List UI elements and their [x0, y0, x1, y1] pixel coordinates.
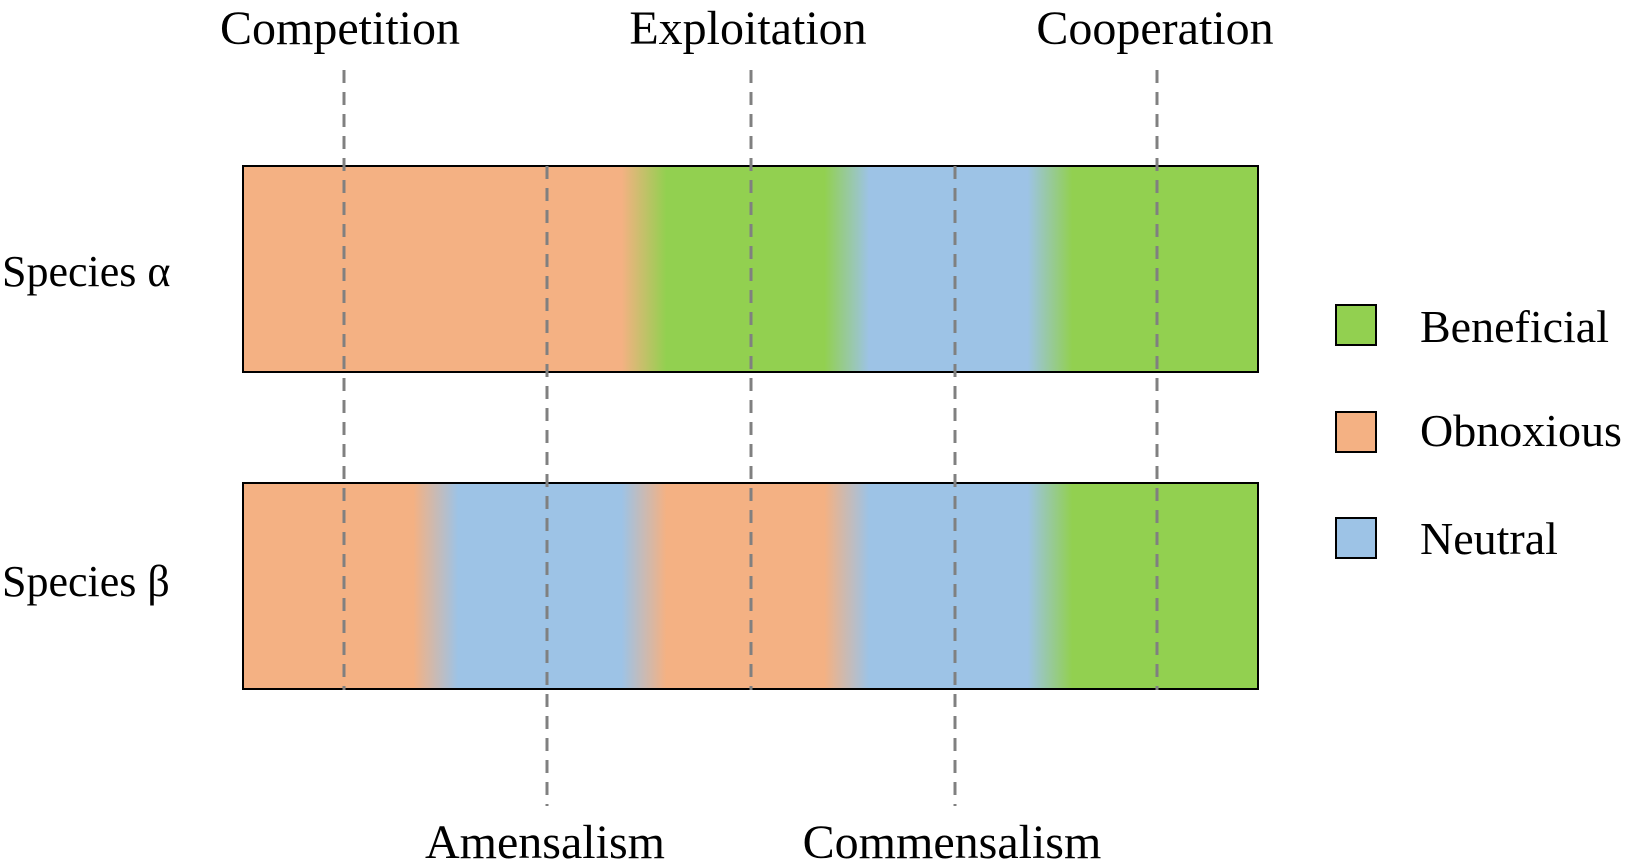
legend-swatch-obnoxious: [1335, 411, 1377, 453]
legend-label-neutral: Neutral: [1420, 513, 1558, 564]
legend-label-obnoxious: Obnoxious: [1420, 405, 1622, 456]
cooperation-label: Cooperation: [1036, 2, 1273, 55]
species-alpha-label: Species α: [2, 247, 170, 296]
amensalism-label: Amensalism: [425, 816, 665, 864]
legend-label-beneficial: Beneficial: [1420, 301, 1609, 352]
legend-swatch-beneficial: [1335, 304, 1377, 346]
competition-label: Competition: [220, 2, 460, 55]
species-beta-label: Species β: [2, 557, 170, 606]
commensalism-label: Commensalism: [803, 816, 1102, 864]
legend-swatch-neutral: [1335, 517, 1377, 559]
exploitation-label: Exploitation: [629, 2, 866, 55]
